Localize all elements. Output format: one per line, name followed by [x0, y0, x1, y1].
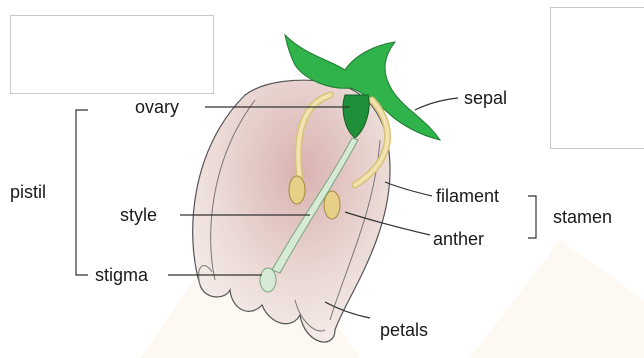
label-stigma: stigma	[95, 265, 149, 285]
label-filament: filament	[436, 186, 499, 206]
label-pistil: pistil	[10, 182, 46, 202]
label-stamen: stamen	[553, 207, 612, 227]
label-ovary: ovary	[135, 97, 179, 117]
label-sepal: sepal	[464, 88, 507, 108]
label-petals: petals	[380, 320, 428, 340]
label-style: style	[120, 205, 157, 225]
label-anther: anther	[433, 229, 484, 249]
